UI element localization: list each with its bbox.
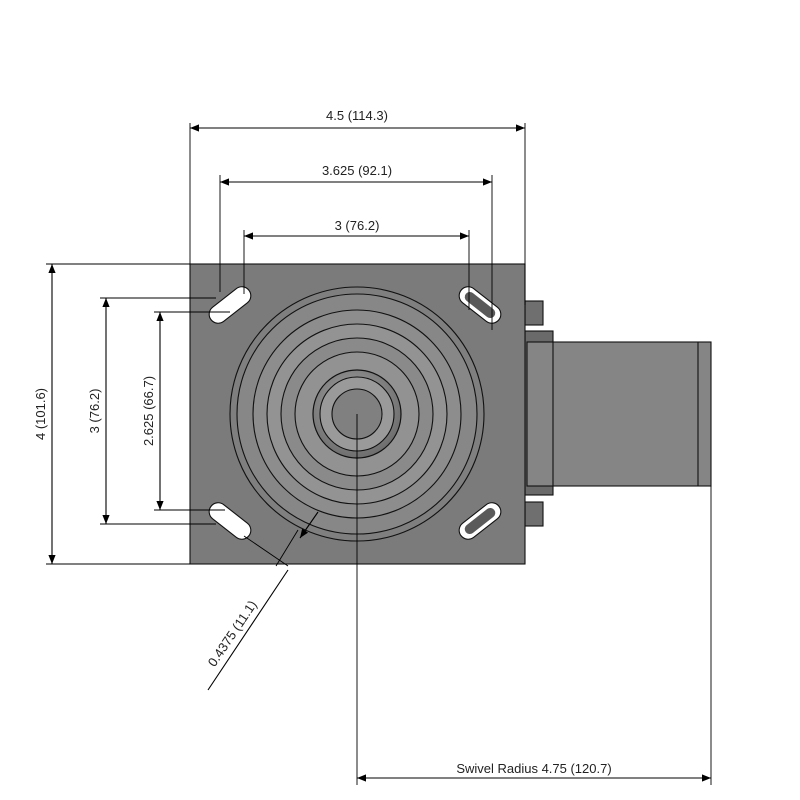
label-bolt-hole: 0.4375 (11.1) (205, 598, 260, 670)
dim-line-bolt-hole (207, 569, 289, 691)
label-bolt-span-outer: 3.625 (92.1) (322, 163, 392, 178)
label-overall-width: 4.5 (114.3) (326, 108, 388, 123)
bolt-slot-top-left (208, 286, 252, 324)
wheel-fork (524, 300, 712, 527)
label-bolt-vert-outer: 3 (76.2) (87, 389, 102, 434)
caster-part (189, 263, 712, 565)
fork-bracket-top (524, 300, 544, 326)
bolt-slot-top-right (458, 286, 502, 324)
label-overall-height: 4 (101.6) (33, 388, 48, 440)
label-swivel-radius: Swivel Radius 4.75 (120.7) (456, 761, 611, 776)
bolt-slot-bottom-left (208, 502, 252, 540)
label-bolt-vert-inner: 2.625 (66.7) (141, 376, 156, 446)
wheel-tread (526, 341, 712, 487)
bolt-slot-bottom-right (458, 502, 502, 540)
dimension-lines (46, 123, 712, 785)
bolt-slots (208, 286, 502, 540)
label-bolt-span-inner: 3 (76.2) (335, 218, 380, 233)
fork-bracket-bottom (524, 501, 544, 527)
